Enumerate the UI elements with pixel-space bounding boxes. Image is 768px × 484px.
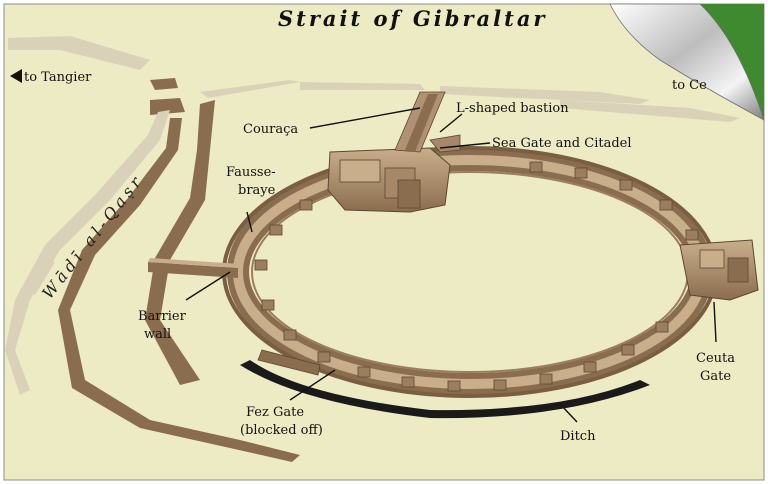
direction-left: to Tangier xyxy=(10,69,92,85)
label-fez-gate-1: Fez Gate xyxy=(246,405,304,420)
barrier-wall xyxy=(148,258,240,278)
label-sea-gate: Sea Gate and Citadel xyxy=(492,136,632,151)
arrow-left-icon xyxy=(10,69,22,83)
direction-right-label: to Ce xyxy=(672,78,707,93)
map-title: Strait of Gibraltar xyxy=(278,6,548,31)
ditch xyxy=(240,360,650,419)
label-ceuta-gate-1: Ceuta xyxy=(696,351,735,366)
river-banks xyxy=(5,100,300,462)
label-fausse-braye-1: Fausse- xyxy=(226,165,276,180)
coastline xyxy=(8,36,740,122)
label-barrier-1: Barrier xyxy=(138,309,187,324)
direction-left-label: to Tangier xyxy=(24,70,92,85)
label-fez-gate-2: (blocked off) xyxy=(240,423,323,438)
fez-gate-structure xyxy=(257,349,321,376)
label-fausse-braye-2: braye xyxy=(238,183,276,198)
wall-towers xyxy=(254,161,699,392)
leader-lines xyxy=(185,107,717,423)
label-ditch: Ditch xyxy=(560,429,596,444)
label-couraca: Couraça xyxy=(243,122,298,137)
page-curl-corner xyxy=(609,3,765,121)
ceuta-gate-structure xyxy=(679,239,759,301)
label-l-bastion: L-shaped bastion xyxy=(456,101,569,116)
citadel xyxy=(327,91,461,213)
label-ceuta-gate-2: Gate xyxy=(700,369,731,384)
fortress-wall xyxy=(222,146,718,398)
label-barrier-2: wall xyxy=(144,327,171,342)
